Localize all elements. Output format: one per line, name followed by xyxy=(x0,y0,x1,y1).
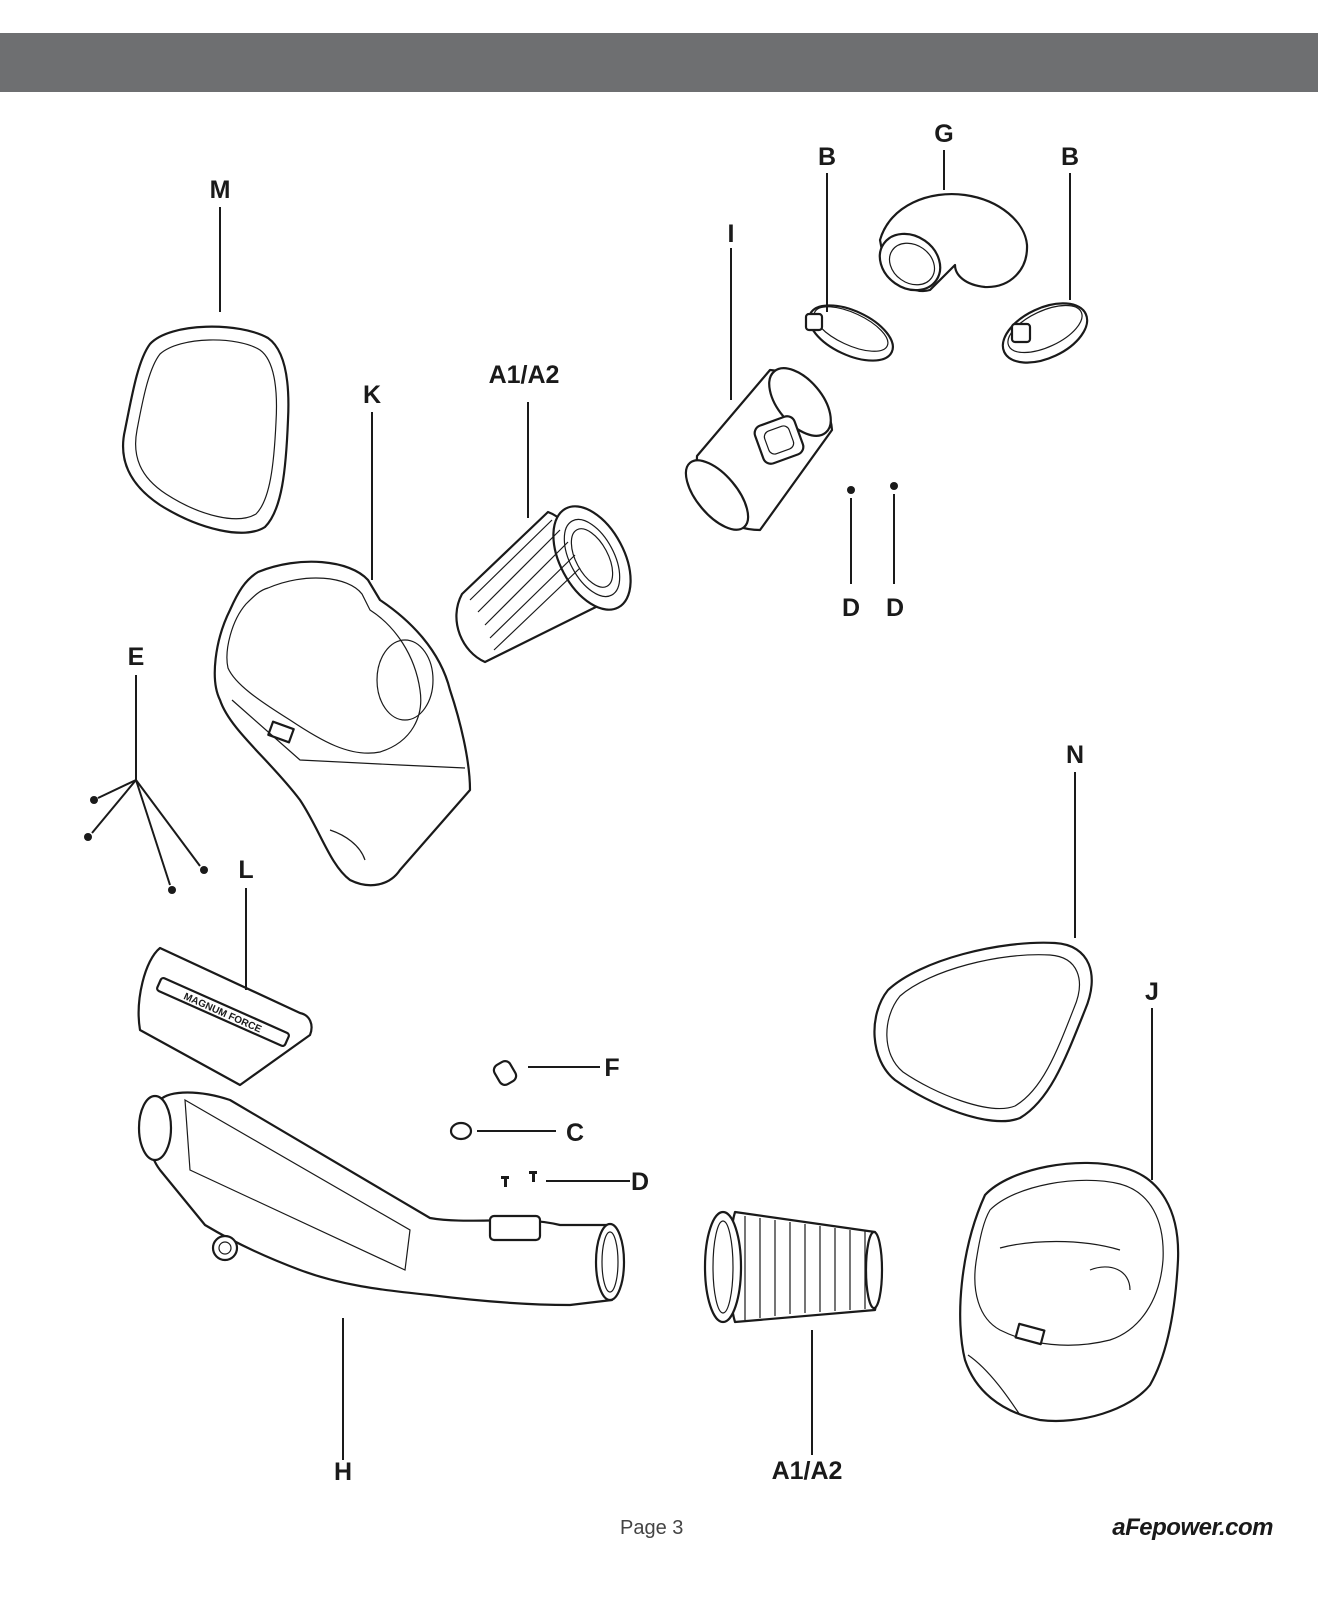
label-b-left: B xyxy=(818,143,836,171)
label-m: M xyxy=(210,176,231,204)
label-f: F xyxy=(604,1054,619,1082)
label-h: H xyxy=(334,1458,352,1486)
label-n: N xyxy=(1066,741,1084,769)
label-a1a2-top: A1/A2 xyxy=(489,361,560,389)
label-b-right: B xyxy=(1061,143,1079,171)
part-a1a2-filter-top xyxy=(455,505,632,664)
part-b-clamp-left xyxy=(804,304,894,362)
part-d-screws-bottom xyxy=(501,1171,537,1187)
part-h-intake-tube xyxy=(137,1091,626,1307)
part-c-plug xyxy=(449,1121,473,1141)
part-f-grommet xyxy=(492,1060,518,1086)
part-e-screws xyxy=(84,675,208,894)
label-g: G xyxy=(934,120,953,148)
part-j-airbox xyxy=(959,1161,1180,1422)
label-a1a2-bottom: A1/A2 xyxy=(772,1457,843,1485)
part-i-adapter xyxy=(684,367,834,532)
label-d-right: D xyxy=(886,594,904,622)
part-m-gasket xyxy=(121,325,290,534)
label-c: C xyxy=(566,1119,584,1147)
label-d-left: D xyxy=(842,594,860,622)
website-link[interactable]: aFepower.com xyxy=(1112,1514,1273,1541)
part-k-airbox xyxy=(213,560,472,887)
part-g-elbow xyxy=(878,193,1029,293)
label-j: J xyxy=(1145,978,1159,1006)
part-n-gasket xyxy=(873,941,1093,1123)
label-l: L xyxy=(238,856,253,884)
label-k: K xyxy=(363,381,381,409)
label-d-bottom: D xyxy=(631,1168,649,1196)
label-e: E xyxy=(128,643,145,671)
label-i: I xyxy=(728,220,735,248)
page-number: Page 3 xyxy=(620,1517,684,1539)
part-d-screws-top xyxy=(847,482,898,494)
part-l-plate: MAGNUM FORCE xyxy=(137,946,313,1087)
header-bar xyxy=(0,33,1318,92)
part-a1a2-filter-bottom xyxy=(703,1210,884,1324)
part-b-clamp-right xyxy=(1001,302,1089,364)
